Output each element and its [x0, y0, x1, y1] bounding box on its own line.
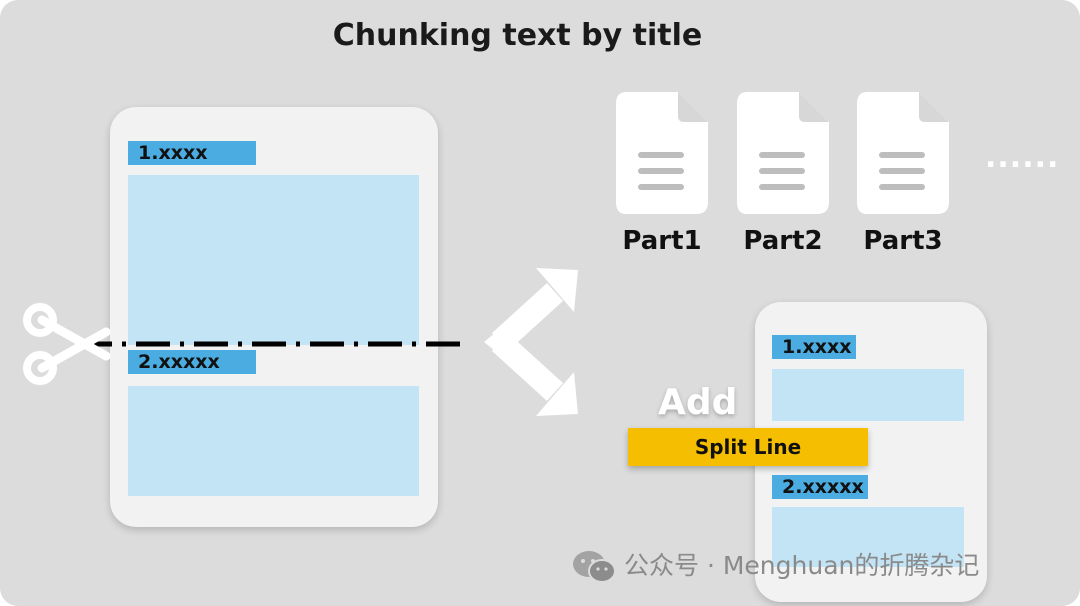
part-label: Part3 — [863, 226, 943, 256]
diagram-title: Chunking text by title — [332, 18, 703, 53]
more-parts-ellipsis: ...... — [985, 140, 1060, 175]
split-line-marker: Split Line — [628, 428, 868, 466]
source-content-block-1 — [128, 175, 419, 345]
split-heading-2: 2.xxxxx — [772, 475, 868, 499]
scissors-icon — [23, 303, 111, 385]
split-content-block-1 — [772, 369, 964, 421]
document-icon — [857, 92, 949, 214]
source-content-block-2 — [128, 386, 419, 496]
wechat-icon — [573, 551, 616, 583]
result-part-2: Part2 — [733, 90, 833, 256]
document-icon — [737, 92, 829, 214]
add-label: Add — [658, 382, 738, 423]
part-label: Part2 — [743, 226, 823, 256]
split-content-block-2 — [772, 507, 964, 567]
source-heading-2: 2.xxxxx — [128, 350, 256, 374]
result-part-1: Part1 — [612, 90, 712, 256]
result-part-3: Part3 — [853, 90, 953, 256]
split-heading-1: 1.xxxx — [772, 335, 856, 359]
document-icon — [616, 92, 708, 214]
part-label: Part1 — [622, 226, 702, 256]
watermark-text: 公众号 · Menghuan的折腾杂记 — [624, 551, 980, 580]
source-heading-1: 1.xxxx — [128, 141, 256, 165]
